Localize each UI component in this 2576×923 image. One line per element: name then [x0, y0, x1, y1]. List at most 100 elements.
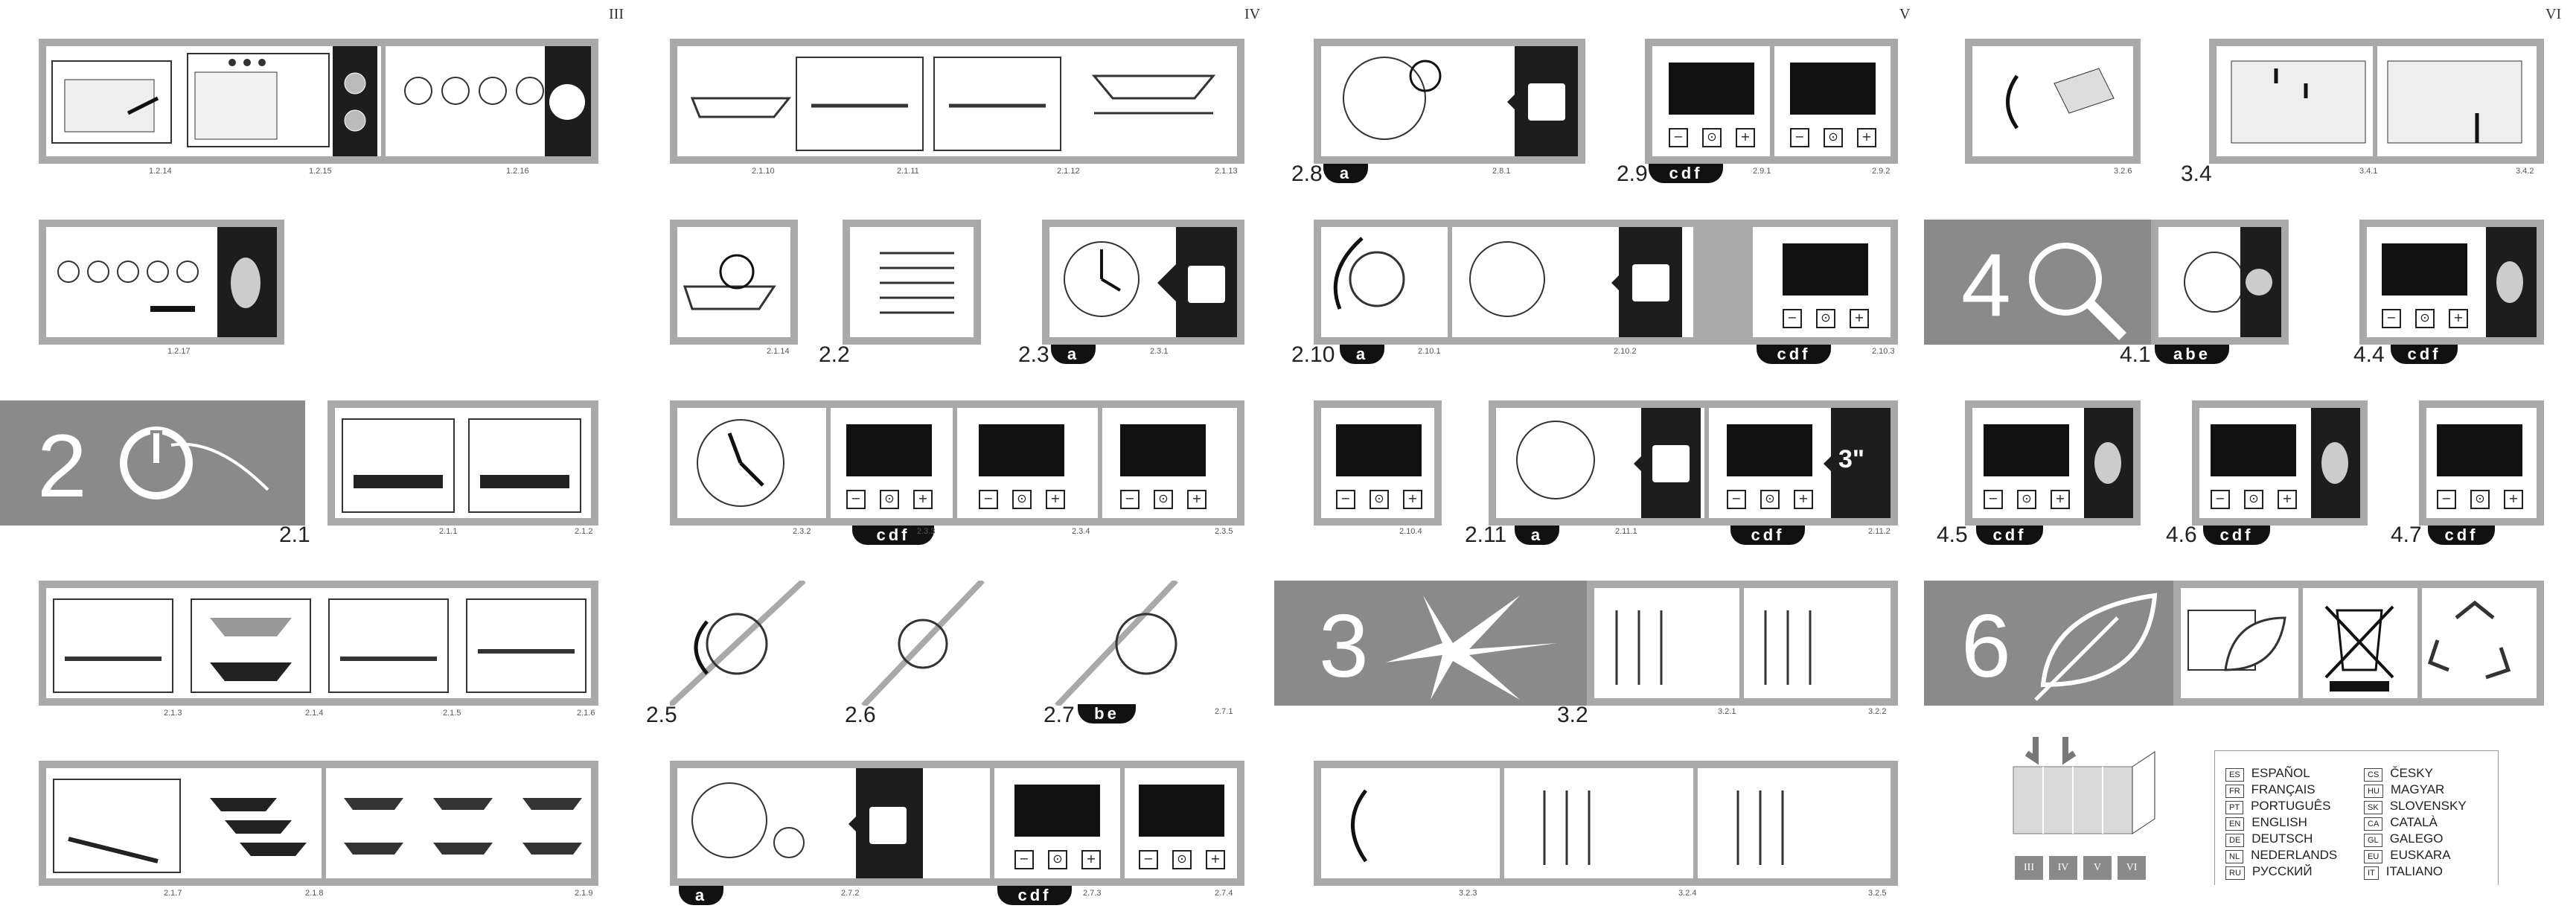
booklet-icon — [2013, 737, 2155, 834]
caption-2-1-12: 2.1.12 — [1057, 167, 1080, 176]
set-button-icon: ⊙ — [2244, 490, 2263, 509]
display-screen — [1984, 424, 2069, 476]
figure-2-10-4: − ⊙ + — [1314, 400, 1442, 526]
caption-3-2-2: 3.2.2 — [1868, 707, 1887, 716]
timer-knob-illustration — [691, 768, 1125, 878]
set-button-icon: ⊙ — [1154, 490, 1173, 509]
plus-button-icon: + — [2278, 490, 2297, 509]
display-screen — [1336, 424, 1422, 476]
plus-button-icon: + — [1857, 128, 1876, 147]
minus-button-icon: − — [846, 490, 866, 509]
set-button-icon: ⊙ — [1760, 490, 1780, 509]
temperature-knob-illustration — [670, 581, 1178, 706]
caption-2-3-5: 2.3.5 — [1215, 527, 1233, 536]
caption-2-11-2: 2.11.2 — [1868, 527, 1891, 536]
clock-display-illustration — [697, 408, 1102, 518]
step-2-9: 2.9 — [1617, 162, 1648, 186]
figure-2-1-10-13 — [670, 39, 1244, 164]
section-3-banner: 3 — [1274, 581, 1587, 706]
knob-rotation-illustration — [1333, 227, 1753, 337]
plus-button-icon: + — [1403, 490, 1422, 509]
caption-2-1-4: 2.1.4 — [305, 709, 324, 718]
minus-button-icon: − — [1727, 490, 1746, 509]
set-button-icon: ⊙ — [1824, 128, 1843, 147]
caption-2-1-9: 2.1.9 — [575, 889, 593, 898]
figure-3-2-6 — [1965, 39, 2141, 164]
caption-2-1-2: 2.1.2 — [575, 527, 593, 536]
sparkle-icon — [1386, 595, 1557, 700]
section-4-number: 4 — [1961, 235, 2011, 335]
caption-2-3-3: 2.3.3 — [917, 527, 936, 536]
badge-cdf-2-9: cdf — [1649, 164, 1723, 183]
display-screen — [1014, 785, 1100, 837]
caption-2-1-7: 2.1.7 — [164, 889, 182, 898]
display-screen — [1727, 424, 1812, 476]
display-screen — [1669, 63, 1754, 115]
caption-2-1-10: 2.1.10 — [752, 167, 775, 176]
plus-button-icon: + — [1736, 128, 1755, 147]
caption-3-4-2: 3.4.2 — [2516, 167, 2534, 176]
tab-5: V — [2083, 856, 2112, 880]
separator — [1770, 46, 1774, 156]
display-screen — [1139, 785, 1224, 837]
figure-4-6: − ⊙ + — [2192, 400, 2368, 526]
badge-cdf-2-10: cdf — [1757, 345, 1831, 364]
minus-button-icon: − — [1669, 128, 1688, 147]
plus-button-icon: + — [1046, 490, 1065, 509]
knob-panel-illustration — [57, 227, 277, 337]
figure-recycling — [2173, 581, 2544, 706]
minus-button-icon: − — [1790, 128, 1809, 147]
section-4-banner: 4 — [1924, 220, 2151, 345]
caption-3-2-4: 3.2.4 — [1678, 889, 1697, 898]
cleaning-illustration — [1351, 768, 1784, 878]
caption-2-7-3: 2.7.3 — [1083, 889, 1102, 898]
plus-button-icon: + — [1794, 490, 1813, 509]
panel-knob-illustration — [2084, 408, 2133, 518]
leaf-icon — [2034, 593, 2158, 701]
plus-button-icon: + — [1850, 309, 1869, 328]
set-button-icon: ⊙ — [1816, 309, 1835, 328]
clock-knob-illustration — [1064, 227, 1237, 337]
caption-2-1-6: 2.1.6 — [577, 709, 595, 718]
set-button-icon: ⊙ — [1702, 128, 1722, 147]
step-2-11: 2.11 — [1465, 523, 1507, 547]
minus-button-icon: − — [2382, 309, 2401, 328]
figure-2-1-7-9 — [39, 761, 598, 886]
power-button-icon — [120, 427, 269, 499]
caption-2-7-1: 2.7.1 — [1215, 707, 1233, 716]
minus-button-icon: − — [1783, 309, 1802, 328]
badge-a-2-11: a — [1515, 526, 1559, 545]
minus-button-icon: − — [979, 490, 998, 509]
step-2-5: 2.5 — [646, 703, 677, 727]
step-2-7: 2.7 — [1043, 703, 1075, 727]
display-screen — [2382, 243, 2467, 296]
display-screen — [1120, 424, 1206, 476]
caption-2-3-1: 2.3.1 — [1150, 347, 1169, 356]
light-bulb-illustration — [2231, 46, 2522, 156]
clock-knob-illustration — [1343, 46, 1578, 156]
figure-4-4: − ⊙ + — [2359, 220, 2544, 345]
badge-cdf-2-3: cdf — [852, 526, 934, 545]
display-screen — [1790, 63, 1876, 115]
caption-2-8-1: 2.8.1 — [1492, 167, 1511, 176]
shelf-insertion-illustration — [53, 598, 587, 693]
figure-2-3 — [1042, 220, 1244, 345]
caption-3-2-5: 3.2.5 — [1868, 889, 1887, 898]
figure-2-5-2-7 — [670, 581, 1244, 706]
rack-removal-illustration — [1615, 588, 1812, 698]
caption-3-2-6: 3.2.6 — [2114, 167, 2132, 176]
set-button-icon: ⊙ — [2415, 309, 2435, 328]
caption-2-3-4: 2.3.4 — [1072, 527, 1090, 536]
panel-knob-illustration — [2311, 408, 2360, 518]
figure-3-2-3-5 — [1314, 761, 1898, 886]
figure-2-1-14 — [670, 220, 798, 345]
figure-1-2-17 — [39, 220, 284, 345]
